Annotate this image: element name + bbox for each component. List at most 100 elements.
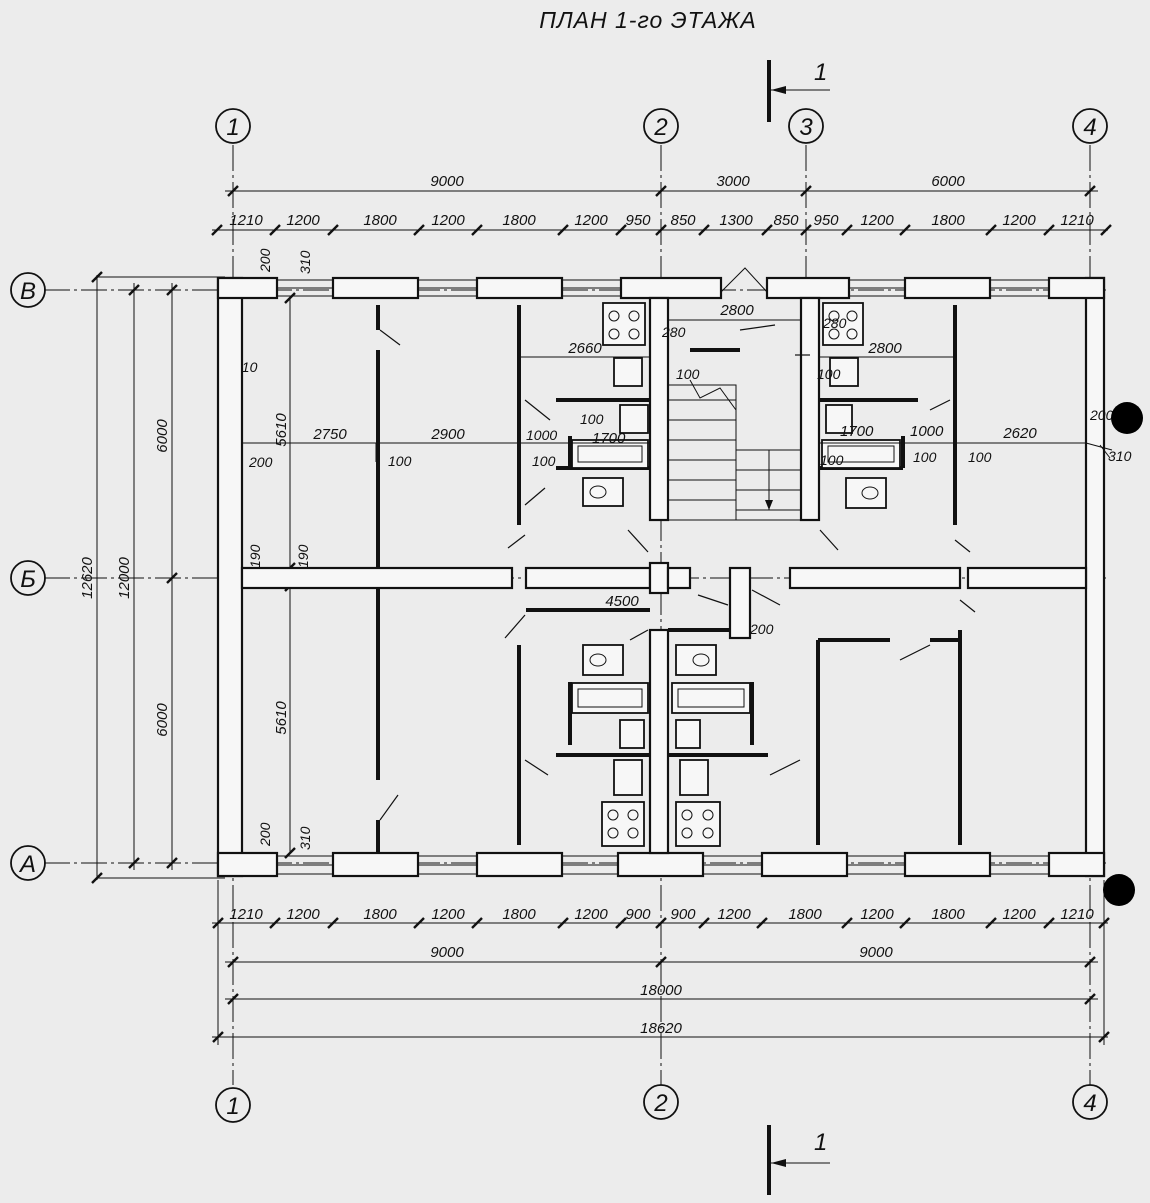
axis-marker-2-top: 2: [643, 108, 679, 144]
svg-text:А: А: [18, 851, 36, 878]
section-mark-top: 1: [767, 59, 830, 122]
interior-dimension-lines: [242, 319, 1113, 611]
axis-marker-3-top: 3: [788, 108, 824, 144]
sink-icon-ne: [829, 357, 859, 387]
axis-marker-2-bottom: 2: [643, 1084, 679, 1120]
dim-200-left-wall: 200: [248, 454, 273, 470]
svg-text:1000: 1000: [910, 423, 944, 440]
stove-icon-ne: [822, 302, 864, 346]
sink-icon-sw: [613, 759, 643, 796]
washbasin-icon-nw: [619, 404, 649, 434]
svg-text:100: 100: [388, 453, 412, 469]
svg-text:4500: 4500: [605, 593, 639, 610]
washbasin-icon-sw: [619, 719, 645, 749]
svg-text:2620: 2620: [1002, 425, 1037, 442]
sink-icon-se: [679, 759, 709, 796]
dimension-lines-bottom: [212, 880, 1110, 1045]
axis-marker-v: В: [10, 272, 46, 308]
axis-marker-1-bottom: 1: [215, 1087, 251, 1123]
dim-200-top-wall: 200: [257, 248, 273, 273]
drawing-title: ПЛАН 1-го ЭТАЖА: [539, 7, 757, 33]
washbasin-icon-ne: [825, 404, 853, 434]
svg-text:1200: 1200: [860, 906, 894, 923]
svg-text:4: 4: [1083, 1090, 1096, 1117]
svg-text:1: 1: [226, 114, 239, 141]
axis-marker-b: Б: [10, 560, 46, 596]
svg-text:900: 900: [670, 906, 696, 923]
interior-dimension-labels: 2750 2900 100 100 2660 280 100 2800 100 …: [312, 302, 1037, 637]
svg-text:1200: 1200: [286, 906, 320, 923]
svg-text:1300: 1300: [719, 212, 753, 229]
svg-text:1200: 1200: [286, 212, 320, 229]
svg-text:2800: 2800: [867, 340, 902, 357]
dim-310-top-wall: 310: [297, 250, 313, 274]
dim-12620: 12620: [79, 556, 96, 598]
svg-text:1800: 1800: [931, 212, 965, 229]
svg-text:100: 100: [817, 366, 841, 382]
dimension-labels-right: 200 310: [1089, 407, 1132, 464]
svg-text:100: 100: [913, 449, 937, 465]
dim-3000-top: 3000: [716, 173, 750, 190]
svg-text:1200: 1200: [431, 212, 465, 229]
exterior-wall-top: [216, 276, 1106, 300]
bathtub-icon-se: [671, 682, 751, 714]
svg-text:100: 100: [676, 366, 700, 382]
svg-text:280: 280: [822, 315, 847, 331]
svg-text:1210: 1210: [1060, 212, 1094, 229]
svg-text:1200: 1200: [717, 906, 751, 923]
stove-icon-sw: [601, 801, 645, 847]
svg-text:1200: 1200: [860, 212, 894, 229]
svg-text:2900: 2900: [430, 426, 465, 443]
svg-text:1200: 1200: [1002, 212, 1036, 229]
svg-text:4: 4: [1083, 114, 1096, 141]
dim-9000-bottom-left: 9000: [430, 944, 464, 961]
punch-holes: [1103, 402, 1143, 906]
svg-text:1800: 1800: [502, 906, 536, 923]
toilet-icon-se: [675, 644, 717, 676]
dim-6000-lower: 6000: [154, 703, 171, 737]
svg-text:1200: 1200: [1002, 906, 1036, 923]
svg-text:1210: 1210: [229, 212, 263, 229]
washbasin-icon-se: [675, 719, 701, 749]
window-openings-top: [276, 267, 1050, 297]
bathtub-icon-sw: [571, 682, 649, 714]
dimension-labels-bottom-chain: 1210 1200 1800 1200 1800 1200 900 900 12…: [229, 906, 1094, 923]
svg-text:1800: 1800: [788, 906, 822, 923]
svg-text:2: 2: [653, 1090, 667, 1117]
svg-text:280: 280: [661, 324, 686, 340]
exterior-walls: [216, 267, 1106, 878]
dimension-lines-top: [211, 185, 1112, 236]
svg-text:100: 100: [580, 411, 604, 427]
svg-text:1000: 1000: [526, 427, 557, 443]
section-mark-top-label: 1: [814, 59, 827, 86]
svg-text:2800: 2800: [719, 302, 754, 319]
svg-text:1200: 1200: [431, 906, 465, 923]
dim-200-bottom-wall: 200: [257, 822, 273, 847]
svg-text:850: 850: [670, 212, 696, 229]
toilet-icon-sw: [582, 644, 624, 676]
toilet-icon-nw: [582, 477, 624, 507]
dimension-labels-bottom-overall: 9000 9000 18000 18620: [430, 944, 893, 1037]
svg-text:100: 100: [532, 453, 556, 469]
svg-text:100: 100: [968, 449, 992, 465]
dimension-labels-top-overall: 9000 3000 6000: [430, 173, 965, 190]
bathtub-icon-ne: [821, 439, 901, 469]
dim-9000-bottom-right: 9000: [859, 944, 893, 961]
svg-text:2660: 2660: [567, 340, 602, 357]
toilet-icon-ne: [845, 477, 887, 509]
dim-12000: 12000: [116, 556, 133, 598]
sanitary-fixtures: [571, 302, 901, 847]
svg-text:1700: 1700: [840, 423, 874, 440]
dim-200-right-wall: 200: [1089, 407, 1114, 423]
stove-icon-nw: [602, 302, 646, 346]
bathtub-icon-nw: [571, 439, 649, 469]
dim-190-right: 190: [295, 544, 311, 568]
svg-text:1800: 1800: [363, 906, 397, 923]
axis-markers: 1 2 3 4 1 2 4 В Б А: [10, 108, 1108, 1123]
sink-icon-nw: [613, 357, 643, 387]
dim-18620: 18620: [640, 1020, 682, 1037]
svg-text:1200: 1200: [574, 212, 608, 229]
dim-6000-top: 6000: [931, 173, 965, 190]
interior-walls: [240, 296, 1088, 855]
